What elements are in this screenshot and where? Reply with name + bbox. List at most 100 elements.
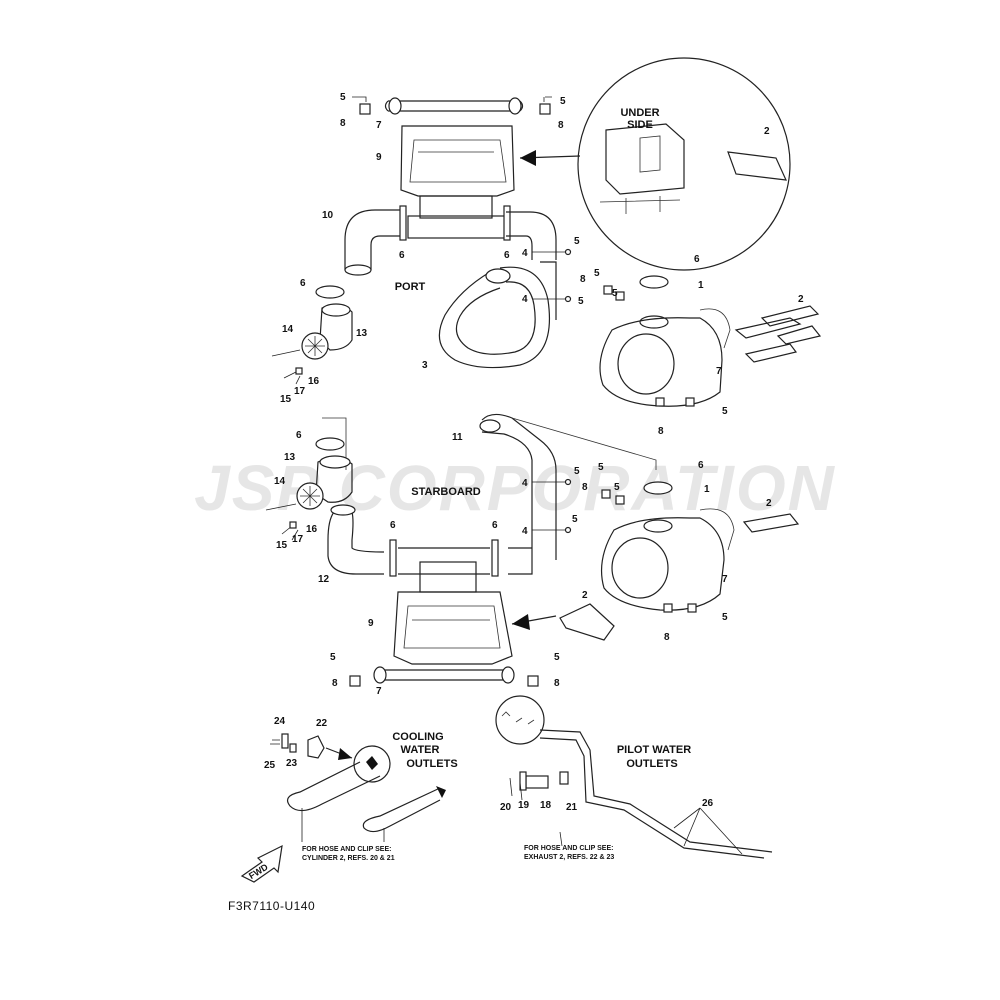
pilot-note-2: EXHAUST 2, REFS. 22 & 23 (524, 854, 614, 861)
hose-7b-end-right (501, 666, 515, 684)
washer-16-a (295, 367, 303, 375)
air-box-1-b-port (611, 537, 669, 599)
clamp-6-d (639, 275, 669, 289)
hose-7-end-right (508, 97, 522, 115)
filter-2-c (559, 603, 615, 641)
hose-3-end (485, 268, 511, 284)
screw-5-leaders (352, 96, 552, 102)
underside-filter-2 (727, 151, 787, 181)
callout: 14 (274, 476, 286, 487)
guide-line-13 (322, 417, 347, 470)
callouts: 5 8 7 5 8 9 2 10 6 6 4 5 4 5 6 8 5 5 6 1… (264, 92, 804, 813)
pilot-hose (539, 729, 773, 859)
callout: 11 (452, 432, 463, 443)
cooling-arrow-head (338, 748, 352, 760)
nut-8-c2 (615, 291, 625, 301)
callout: 25 (264, 760, 276, 771)
callout: 6 (504, 250, 510, 261)
callout: 5 (722, 612, 728, 623)
clamp-6-h (491, 539, 499, 577)
pilot-detail-parts (501, 711, 535, 725)
port-label: PORT (395, 281, 426, 293)
box9b-arrow-head (512, 614, 530, 630)
callout: 14 (282, 324, 294, 335)
callout: 4 (522, 248, 528, 259)
callout: 17 (292, 534, 304, 545)
box-9-top-base (407, 215, 507, 239)
clamp-6-b (503, 205, 511, 241)
hose-11 (481, 413, 557, 560)
clamp-6-c (315, 285, 345, 299)
nut-8-j (663, 603, 673, 613)
callout: 5 (574, 466, 580, 477)
underside-label-2: SIDE (627, 119, 653, 131)
callout: 16 (306, 524, 318, 535)
underside-box-detail (599, 135, 681, 214)
cooling-label-1: COOLING (392, 731, 443, 743)
callout: 4 (522, 478, 528, 489)
cooling-nozzle-2 (436, 786, 446, 798)
box-9-top-detail (409, 139, 507, 183)
seal-23 (289, 743, 297, 753)
callout: 8 (658, 426, 664, 437)
hose-12-end (330, 504, 356, 516)
callout: 26 (702, 798, 714, 809)
box-9-b (393, 591, 513, 665)
cooling-note-leaders (301, 808, 385, 842)
box-9-b-connector (398, 547, 533, 575)
fwd-arrow: FWD (240, 844, 283, 883)
hose-3-riser (540, 261, 557, 320)
callout: 8 (558, 120, 564, 131)
callout: 2 (764, 126, 770, 137)
air-box-1-a (599, 317, 723, 407)
box-9-b-detail (403, 605, 501, 649)
pilot-label-1: PILOT WATER (617, 744, 691, 756)
cooling-hose-2 (362, 787, 441, 833)
callout: 2 (798, 294, 804, 305)
callout: 20 (500, 802, 512, 813)
hose-7-top (384, 100, 524, 112)
diagram-code: F3R7110-U140 (228, 899, 315, 913)
hose-26-leaders (673, 807, 743, 855)
washer-16-b (289, 521, 297, 529)
hose-7-bottom (378, 669, 510, 681)
callout: 8 (580, 274, 586, 285)
callout: 13 (284, 452, 296, 463)
callout: 2 (766, 498, 772, 509)
callout: 5 (330, 652, 336, 663)
callout: 10 (322, 210, 334, 221)
callout: 4 (522, 294, 528, 305)
nut-5-f (564, 478, 572, 486)
nut-8-tr (539, 103, 551, 115)
callout: 23 (286, 758, 298, 769)
callout: 19 (518, 800, 530, 811)
callout: 8 (554, 678, 560, 689)
cooling-label-2: WATER (401, 744, 440, 756)
cooling-note-2: CYLINDER 2, REFS. 20 & 21 (302, 855, 395, 862)
hose-10-end (344, 264, 372, 276)
callout: 1 (698, 280, 704, 291)
clamp-6-i (643, 481, 673, 495)
callout: 17 (294, 386, 306, 397)
callout: 7 (716, 366, 722, 377)
cooling-detail-circle (353, 745, 391, 783)
underside-box (605, 123, 685, 195)
cooling-hose-1 (287, 761, 381, 812)
nut-5-a (564, 248, 572, 256)
pilot-note-1: FOR HOSE AND CLIP SEE: (524, 845, 613, 852)
fitting-18-flange (519, 771, 527, 791)
callout: 13 (356, 328, 368, 339)
callout: 7 (722, 574, 728, 585)
pilot-label-2: OUTLETS (626, 758, 677, 770)
callout: 6 (390, 520, 396, 531)
air-box-1-b (601, 517, 725, 611)
callout: 6 (694, 254, 700, 265)
clamp-6-f (315, 437, 345, 451)
callout: 22 (316, 718, 328, 729)
hardware-15-17-a (271, 349, 301, 385)
starboard-assembly (265, 413, 800, 687)
hose-7-end-left (388, 97, 402, 115)
gasket-24 (281, 733, 289, 749)
callout: 4 (522, 526, 528, 537)
